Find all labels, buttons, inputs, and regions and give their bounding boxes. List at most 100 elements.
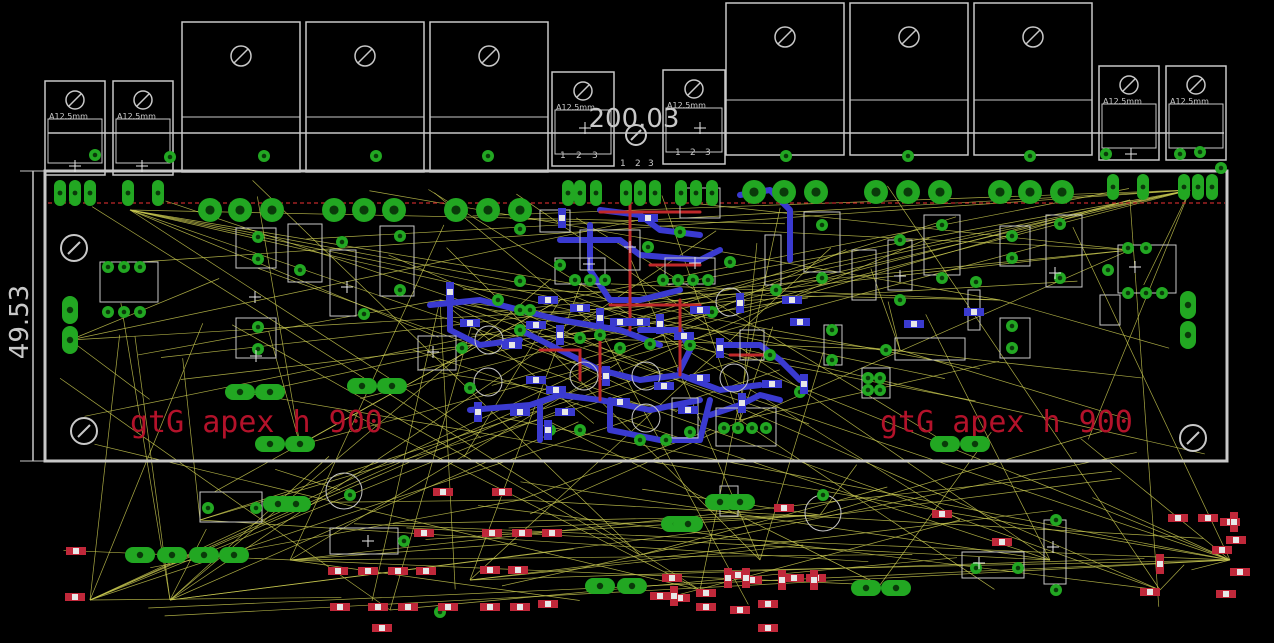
through-hole-pad[interactable] [724, 256, 736, 268]
through-hole-pad[interactable] [874, 384, 886, 396]
to220-transistor-body[interactable]: A12.5mm [1165, 65, 1227, 161]
smd-resistor[interactable] [782, 296, 802, 304]
smd-resistor[interactable] [1156, 554, 1164, 574]
smd-resistor[interactable] [414, 529, 434, 537]
smd-resistor[interactable] [784, 574, 804, 582]
through-hole-pad[interactable] [252, 253, 264, 265]
through-hole-pad[interactable] [514, 275, 526, 287]
oval-pad[interactable] [725, 494, 755, 510]
oval-pad[interactable] [255, 384, 285, 400]
mounting-hole-icon[interactable] [1179, 424, 1207, 452]
oval-pad[interactable] [225, 384, 255, 400]
smd-resistor[interactable] [1230, 512, 1238, 532]
through-hole-pad[interactable] [1050, 584, 1062, 596]
smd-resistor[interactable] [992, 538, 1012, 546]
oval-pad[interactable] [649, 180, 661, 206]
smd-resistor[interactable] [480, 603, 500, 611]
through-hole-pad[interactable] [394, 284, 406, 296]
smd-resistor[interactable] [538, 296, 558, 304]
through-hole-pad[interactable] [684, 339, 696, 351]
through-hole-pad[interactable] [1006, 342, 1018, 354]
capacitor-outline[interactable] [473, 367, 503, 397]
through-hole-pad[interactable] [936, 272, 948, 284]
oval-pad[interactable] [1206, 174, 1218, 200]
oval-pad[interactable] [189, 547, 219, 563]
smd-resistor[interactable] [372, 624, 392, 632]
through-hole-pad[interactable] [970, 276, 982, 288]
oval-pad[interactable] [285, 436, 315, 452]
component-outline[interactable] [99, 261, 159, 303]
through-hole-pad[interactable] [569, 274, 581, 286]
to220-transistor-body[interactable]: A12.5mm [1098, 65, 1160, 161]
capacitor-outline[interactable] [325, 472, 363, 510]
through-hole-pad[interactable] [514, 324, 526, 336]
through-hole-pad[interactable] [476, 198, 500, 222]
component-outline[interactable] [199, 491, 263, 523]
oval-pad[interactable] [706, 180, 718, 206]
oval-pad[interactable] [673, 516, 703, 532]
through-hole-pad[interactable] [687, 274, 699, 286]
smd-resistor[interactable] [630, 318, 650, 326]
through-hole-pad[interactable] [352, 198, 376, 222]
through-hole-pad[interactable] [894, 294, 906, 306]
smd-resistor[interactable] [690, 374, 710, 382]
through-hole-pad[interactable] [874, 372, 886, 384]
through-hole-pad[interactable] [1050, 180, 1074, 204]
through-hole-pad[interactable] [732, 422, 744, 434]
smd-resistor[interactable] [492, 488, 512, 496]
through-hole-pad[interactable] [826, 324, 838, 336]
through-hole-pad[interactable] [1140, 287, 1152, 299]
through-hole-pad[interactable] [456, 342, 468, 354]
through-hole-pad[interactable] [1006, 230, 1018, 242]
through-hole-pad[interactable] [718, 422, 730, 434]
smd-resistor[interactable] [610, 318, 630, 326]
through-hole-pad[interactable] [134, 261, 146, 273]
component-outline[interactable] [379, 225, 415, 297]
smd-resistor[interactable] [742, 576, 762, 584]
through-hole-pad[interactable] [358, 308, 370, 320]
through-hole-pad[interactable] [826, 354, 838, 366]
smd-resistor[interactable] [358, 567, 378, 575]
through-hole-pad[interactable] [880, 344, 892, 356]
component-outline[interactable] [1099, 294, 1121, 326]
oval-pad[interactable] [1180, 321, 1196, 349]
through-hole-pad[interactable] [118, 261, 130, 273]
through-hole-pad[interactable] [252, 231, 264, 243]
smd-resistor[interactable] [800, 374, 808, 394]
height-dimension[interactable]: 49.53 [5, 170, 45, 462]
smd-resistor[interactable] [330, 603, 350, 611]
through-hole-pad[interactable] [514, 223, 526, 235]
through-hole-pad[interactable] [1194, 146, 1206, 158]
through-hole-pad[interactable] [894, 234, 906, 246]
through-hole-pad[interactable] [202, 502, 214, 514]
smd-resistor[interactable] [610, 398, 630, 406]
mounting-hole-icon[interactable] [60, 234, 88, 262]
smd-resistor[interactable] [778, 570, 786, 590]
oval-pad[interactable] [881, 580, 911, 596]
through-hole-pad[interactable] [574, 424, 586, 436]
oval-pad[interactable] [617, 578, 647, 594]
mounting-hole-icon[interactable] [70, 417, 98, 445]
smd-resistor[interactable] [758, 600, 778, 608]
through-hole-pad[interactable] [702, 274, 714, 286]
power-transistor-body[interactable] [849, 2, 969, 156]
through-hole-pad[interactable] [492, 294, 504, 306]
oval-pad[interactable] [634, 180, 646, 206]
through-hole-pad[interactable] [508, 198, 532, 222]
smd-resistor[interactable] [932, 510, 952, 518]
through-hole-pad[interactable] [394, 230, 406, 242]
component-outline[interactable] [851, 249, 877, 301]
through-hole-pad[interactable] [1024, 150, 1036, 162]
oval-pad[interactable] [157, 547, 187, 563]
smd-resistor[interactable] [596, 308, 604, 328]
through-hole-pad[interactable] [742, 180, 766, 204]
through-hole-pad[interactable] [1012, 562, 1024, 574]
through-hole-pad[interactable] [482, 150, 494, 162]
oval-pad[interactable] [377, 378, 407, 394]
smd-resistor[interactable] [1198, 514, 1218, 522]
through-hole-pad[interactable] [1174, 148, 1186, 160]
through-hole-pad[interactable] [1156, 287, 1168, 299]
smd-resistor[interactable] [810, 570, 818, 590]
smd-resistor[interactable] [774, 504, 794, 512]
smd-resistor[interactable] [482, 529, 502, 537]
